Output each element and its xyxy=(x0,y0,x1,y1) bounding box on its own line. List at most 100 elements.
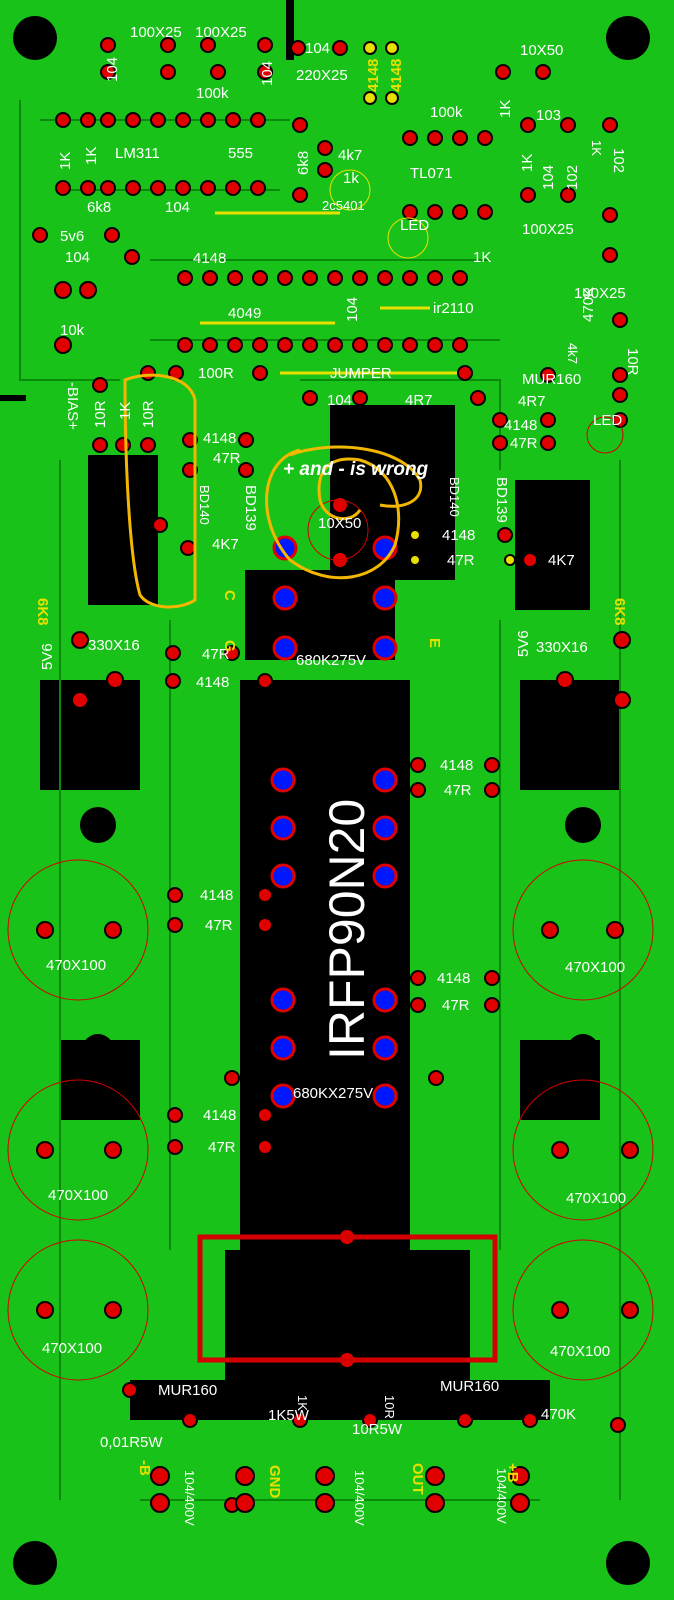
d-mur160-l-label: MUR160 xyxy=(158,1382,217,1399)
c-10x50-mid-label: 10X50 xyxy=(318,515,361,532)
term-plus-b-label: +B xyxy=(504,1463,521,1483)
d-4148-l1-label: 4148 xyxy=(203,430,236,447)
c-100x25-right-label: 100X25 xyxy=(522,221,574,238)
pot-10k-label: 10k xyxy=(60,322,85,339)
jumper-wires xyxy=(200,211,465,375)
r-1k-mid-label: 1k xyxy=(343,170,359,187)
z-5v6-r-label: 5V6 xyxy=(515,630,532,657)
r-47r-l1-label: 47R xyxy=(213,450,241,467)
r-470k-v-label: 470K xyxy=(580,287,597,322)
r-1k-right-label: 1K xyxy=(519,154,536,172)
d-4148-g2-label: 4148 xyxy=(440,757,473,774)
r-10r-right-label: 10R xyxy=(624,348,641,376)
r-10r-b-label: 10R xyxy=(140,400,157,428)
r-1k-left2-label: 1K xyxy=(83,147,100,165)
c-100x25-r2-label: 100X25 xyxy=(574,285,626,302)
r-100k-b-label: 100k xyxy=(430,104,463,121)
c-470x100-r2-label: 470X100 xyxy=(566,1190,626,1207)
board-split-left xyxy=(0,395,26,401)
r-47r-g3-label: 47R xyxy=(205,917,233,934)
r-001r5w-label: 0,01R5W xyxy=(100,1434,163,1451)
c-470x100-l2-label: 470X100 xyxy=(48,1187,108,1204)
c-104-v3-label: 104 xyxy=(344,297,361,322)
ic-lm311-label: LM311 xyxy=(115,145,160,162)
d-4148-r1-label: 4148 xyxy=(504,417,537,434)
c-470x100-r3-label: 470X100 xyxy=(550,1343,610,1360)
c-104-400v-c-label: 104/400V xyxy=(494,1468,509,1524)
pin-c-label: C xyxy=(221,590,238,601)
term-minus-b-label: -B xyxy=(136,1460,153,1476)
mounting-holes xyxy=(13,16,650,1585)
z-5v6-top-label: 5v6 xyxy=(60,228,84,245)
c-104-400v-a-label: 104/400V xyxy=(182,1470,197,1526)
c-104-r1-label: 104 xyxy=(540,165,557,190)
r-1k-tiny-label: 1K xyxy=(589,140,604,156)
q-bd140-r-label: BD140 xyxy=(447,477,462,517)
r-4k7-l-label: 4K7 xyxy=(212,536,239,553)
fet-name-label: IRFP90N20 xyxy=(319,799,375,1060)
term-gnd-label: GND xyxy=(266,1465,283,1499)
r-6k8-big-l-label: 6K8 xyxy=(34,598,51,626)
r-100r-label: 100R xyxy=(198,365,234,382)
d-mur160-r-label: MUR160 xyxy=(440,1378,499,1395)
q-bd139-l-label: BD139 xyxy=(242,485,259,531)
ic-tl071-label: TL071 xyxy=(410,165,453,182)
mount-hole-bl xyxy=(13,1541,57,1585)
c-104-v1-label: 104 xyxy=(104,57,121,82)
pin-g-label: G xyxy=(221,640,238,652)
r-6k8-v-label: 6k8 xyxy=(295,151,312,175)
c-220x25-label: 220X25 xyxy=(296,67,348,84)
r-100k-a-label: 100k xyxy=(196,85,229,102)
term-out-label: OUT xyxy=(409,1463,426,1495)
r-6k8-big-r-label: 6K8 xyxy=(611,598,628,626)
c-104-top-label: 104 xyxy=(305,40,330,57)
r-4k7-r-label: 4K7 xyxy=(548,552,575,569)
c-102-b-label: 102 xyxy=(610,148,627,173)
led-right-label: LED xyxy=(593,412,622,429)
d-mur160-top-label: MUR160 xyxy=(522,371,581,388)
r-10r5w-label: 10R5W xyxy=(352,1421,403,1438)
c-103-label: 103 xyxy=(536,107,561,124)
c-330x16-l-label: 330X16 xyxy=(88,637,140,654)
c-680kx275v-label: 680KX275V xyxy=(293,1085,373,1102)
component-pads xyxy=(32,37,639,1513)
q-bd140-l-label: BD140 xyxy=(197,485,212,525)
c-104-v2-label: 104 xyxy=(259,61,276,86)
board-split xyxy=(286,0,294,60)
c-104-left-label: 104 xyxy=(65,249,90,266)
r-1k-top-label: 1K xyxy=(497,100,514,118)
fet-pads xyxy=(270,535,398,1109)
annotation-text: + and - is wrong xyxy=(283,459,429,480)
r-47r-g2-label: 47R xyxy=(444,782,472,799)
led-top-label: LED xyxy=(400,217,429,234)
r-470k-bottom-label: 470K xyxy=(541,1406,576,1423)
c-102-a-label: 102 xyxy=(564,165,581,190)
mount-hole-tr xyxy=(606,16,650,60)
yellow-pads xyxy=(363,41,516,566)
d-4148-mid-label: 4148 xyxy=(193,250,226,267)
r-4k7-small-label: 4k7 xyxy=(565,343,580,364)
ic-ir2110-label: ir2110 xyxy=(433,300,474,317)
r-4r7-a-label: 4R7 xyxy=(405,392,433,409)
r-1k-bot-label: 1K xyxy=(295,1395,310,1411)
c-330x16-r-label: 330X16 xyxy=(536,639,588,656)
r-10r-a-label: 10R xyxy=(92,400,109,428)
ic-4049-label: 4049 xyxy=(228,305,261,322)
r-10r-bot-label: 10R xyxy=(382,1395,397,1419)
mount-hole-mr2 xyxy=(567,1034,599,1066)
q-bd139-r-label: BD139 xyxy=(493,477,510,523)
q-2c5401-label: 2c5401 xyxy=(322,198,365,213)
r-47r-g4-label: 47R xyxy=(442,997,470,1014)
d-4148-g5-label: 4148 xyxy=(203,1107,236,1124)
r-1k-bias-label: 1K xyxy=(117,402,134,420)
current-loop-outline xyxy=(197,1234,498,1363)
c-680k275v-label: 680K275V xyxy=(296,652,366,669)
mount-hole-ml2 xyxy=(82,1034,114,1066)
mount-hole-tl xyxy=(13,16,57,60)
d-4148-a-label: 4148 xyxy=(365,59,382,92)
c-470x100-l1-label: 470X100 xyxy=(46,957,106,974)
d-4148-b-label: 4148 xyxy=(388,59,405,92)
d-4148-g3-label: 4148 xyxy=(200,887,233,904)
c-104-mid-label: 104 xyxy=(165,199,190,216)
